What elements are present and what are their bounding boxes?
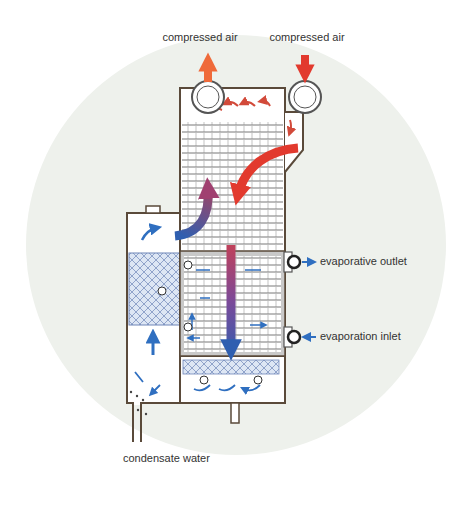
part-label: compressed air: [269, 31, 344, 44]
part-label: condensate water: [123, 452, 210, 465]
part-label: compressed air: [162, 31, 237, 44]
part-label: evaporation inlet: [320, 330, 401, 343]
part-label: evaporative outlet: [320, 255, 407, 268]
